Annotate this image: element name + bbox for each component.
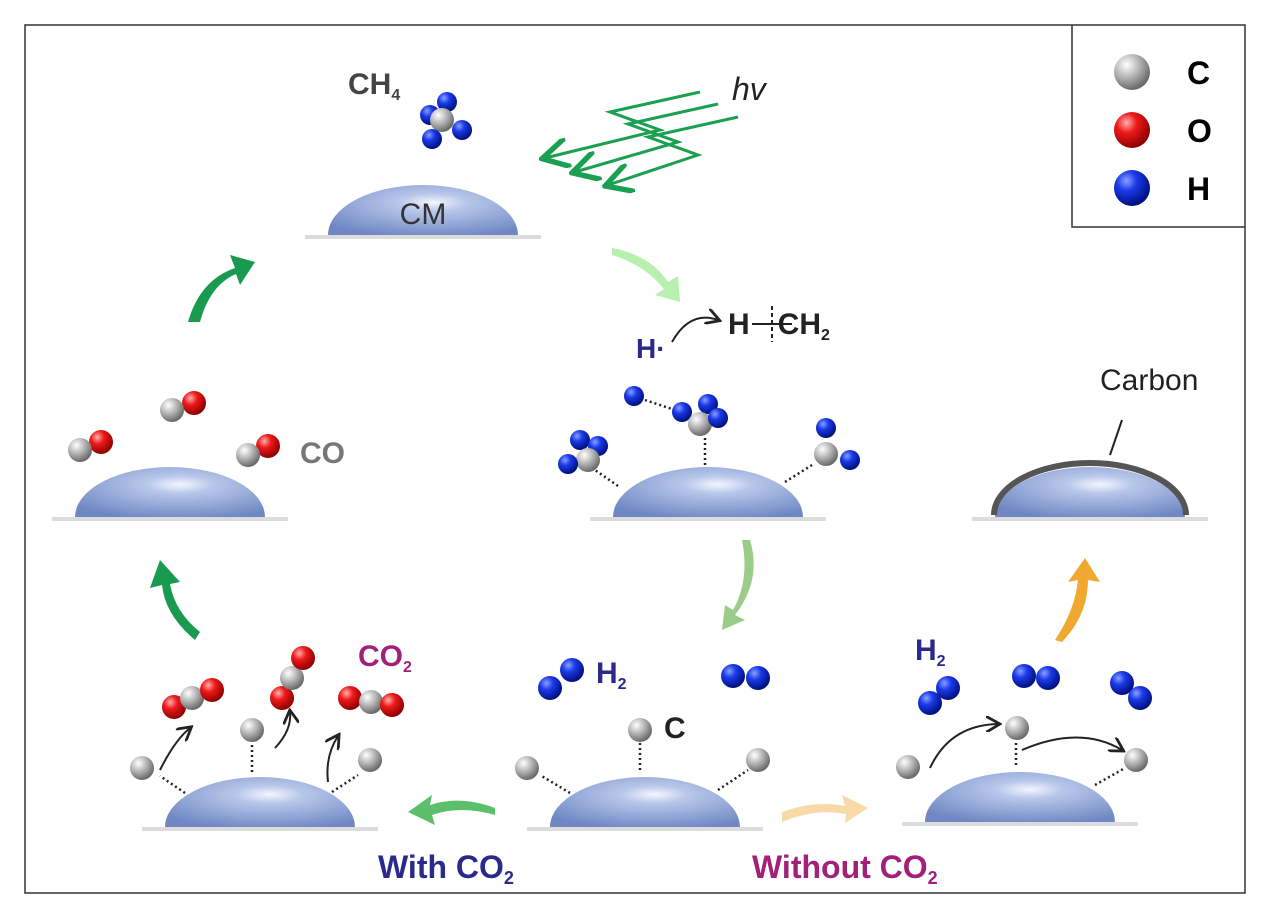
carbon-label: Carbon bbox=[1100, 364, 1198, 397]
legend-label-o: O bbox=[1187, 113, 1212, 149]
hydrogen-atom-icon bbox=[1114, 170, 1150, 206]
arrow-to-co-icon bbox=[150, 560, 200, 640]
h-ch2-h-label: H bbox=[728, 308, 750, 341]
light-hv-icon bbox=[545, 90, 739, 185]
h-radical-label: H· bbox=[636, 333, 666, 364]
svg-text:With CO2: With CO2 bbox=[378, 849, 514, 888]
arrow-to-dissociation-icon bbox=[612, 248, 680, 302]
legend-label-c: C bbox=[1187, 55, 1210, 91]
without-co2-label: Without CO bbox=[752, 849, 928, 885]
carbon-h2-stage: H2 C bbox=[515, 657, 770, 831]
legend-label-h: H bbox=[1187, 171, 1210, 207]
hv-label: hv bbox=[732, 71, 768, 107]
with-co2-stage: CO2 With CO2 bbox=[130, 640, 514, 888]
arrow-to-middle-icon bbox=[722, 540, 754, 630]
with-co2-label: With CO bbox=[378, 849, 504, 885]
co2-label: CO bbox=[358, 640, 403, 673]
process-arrows bbox=[150, 248, 1100, 825]
carbon-deposit-stage: Carbon bbox=[972, 364, 1208, 521]
svg-text:CH4: CH4 bbox=[348, 68, 400, 104]
oxygen-atom-icon bbox=[1114, 112, 1150, 148]
carbon-atom-icon bbox=[1114, 54, 1150, 90]
ch4-label: CH bbox=[348, 68, 391, 101]
h2-label-right: H bbox=[915, 634, 937, 667]
without-co2-stage: H2 Without CO2 bbox=[752, 634, 1152, 888]
cm-stage: CM CH4 hv bbox=[305, 68, 768, 239]
methane-molecule bbox=[420, 92, 472, 149]
co-stage: CO bbox=[52, 391, 345, 521]
svg-text:CO2: CO2 bbox=[358, 640, 412, 676]
frame bbox=[24, 24, 1246, 894]
svg-text:H2: H2 bbox=[596, 657, 627, 693]
legend: C O H bbox=[1071, 25, 1245, 228]
svg-text:H2: H2 bbox=[915, 634, 946, 670]
arrow-to-carbon-icon bbox=[1055, 558, 1100, 642]
h2-label-middle: H bbox=[596, 657, 618, 690]
co-label: CO bbox=[300, 437, 345, 470]
arrow-with-co2-icon bbox=[408, 795, 495, 825]
svg-text:Without CO2: Without CO2 bbox=[752, 849, 938, 888]
c-label: C bbox=[664, 712, 686, 745]
arrow-without-co2-icon bbox=[782, 795, 868, 823]
arrow-to-cm-icon bbox=[188, 255, 255, 322]
cm-label: CM bbox=[400, 198, 447, 231]
